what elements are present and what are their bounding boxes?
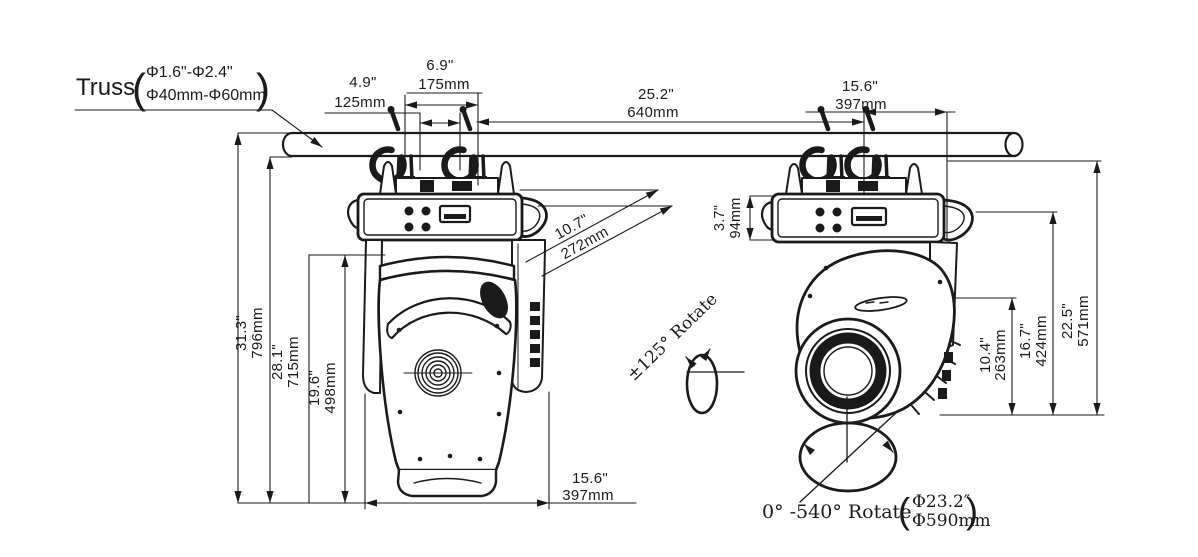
dim-truss-span-lines: [805, 108, 956, 241]
dim-hanging-depth-inches: 22.5": [1059, 303, 1076, 339]
dim-texts-vertical: 31.3" 796mm 28.1" 715mm 19.6" 498mm 3.7"…: [233, 197, 1092, 413]
top-deck: [801, 177, 907, 195]
pan-circle-inches: Φ23.2″: [912, 492, 970, 512]
dim-clamp-outer-mm: 175mm: [418, 76, 470, 93]
dim-head-length-mm: 263mm: [992, 329, 1009, 381]
dim-texts-horizontal: 4.9" 125mm 6.9" 175mm 25.2" 640mm 15.6" …: [334, 57, 887, 504]
tilt-range-label: ±125° Rotate: [623, 289, 721, 385]
dim-below-truss-inches: 28.1": [269, 344, 286, 380]
dim-fixture-spacing-mm: 640mm: [627, 104, 679, 121]
fixture-front-view: [347, 161, 548, 498]
dim-left-verticals: [234, 132, 386, 504]
truss-clamp-left-2: [444, 106, 487, 182]
pan-rotation-symbol: [798, 396, 899, 503]
bracket-cone: [497, 161, 515, 195]
truss-size-inches: Φ1.6"-Φ2.4": [146, 64, 233, 81]
dim-hanging-depth-mm: 571mm: [1075, 295, 1092, 347]
dim-base-height-lines: [746, 195, 777, 241]
bracket-cone: [785, 163, 803, 195]
connector-dots: [404, 206, 431, 232]
dim-truss-span-mm: 397mm: [835, 96, 887, 113]
dim-clamp-outer-inches: 6.9": [426, 57, 453, 74]
truss-end-cap: [1004, 131, 1024, 158]
pan-circle-mm: Φ590mm: [912, 511, 991, 531]
truss-clamp-right-2: [847, 106, 890, 182]
dim-fixture-spacing-inches: 25.2": [638, 86, 674, 103]
pan-paren-open: (: [898, 490, 910, 531]
truss-label-paren-close: ): [256, 65, 270, 112]
dim-base-width-lines: [237, 391, 637, 510]
truss-label-leader: [74, 109, 323, 148]
head-bottom-cap: [396, 468, 498, 498]
pan-paren-close: ): [966, 490, 978, 531]
yoke-arm-right: [511, 239, 546, 393]
pan-range-label: 0° -540° Rotate ( Φ23.2″ Φ590mm ): [762, 490, 991, 531]
bracket-cone: [905, 163, 923, 195]
screw-dots: [396, 323, 502, 462]
dim-clamp-inner-inches: 4.9": [349, 74, 376, 91]
dim-clamp-inner-mm: 125mm: [334, 94, 386, 111]
dim-overall-height-mm: 796mm: [249, 307, 266, 359]
grille: [480, 281, 508, 319]
dim-truss-span-inches: 15.6": [842, 78, 878, 95]
pan-range-text: 0° -540° Rotate: [762, 501, 911, 523]
edge-connectors: [938, 352, 953, 399]
side-handle: [942, 198, 974, 242]
truss-size-mm: Φ40mm-Φ60mm: [146, 87, 266, 104]
dim-tilt-clearance-inches: 16.7": [1017, 323, 1034, 359]
lens: [794, 317, 902, 425]
truss-label: Truss ( Φ1.6"-Φ2.4" Φ40mm-Φ60mm ): [76, 64, 270, 112]
truss-label-name: Truss: [76, 74, 135, 101]
fixture-side-view: [761, 163, 974, 425]
truss-label-paren-open: (: [132, 65, 146, 112]
dim-base-width-inches: 15.6": [572, 470, 608, 487]
arm-logo-marks: [530, 302, 540, 367]
dim-fixture-spacing-lines: [476, 111, 865, 196]
dim-below-truss-mm: 715mm: [285, 336, 302, 388]
dim-tilt-clearance-mm: 424mm: [1033, 315, 1050, 367]
head-vent: [854, 296, 908, 312]
truss-clamp-right-1: [802, 106, 845, 182]
connector-dots: [815, 207, 842, 233]
screw-dots: [807, 265, 943, 299]
fan-spiral: [403, 349, 473, 397]
truss-clamp-left-1: [372, 106, 415, 182]
dim-base-height-inches: 3.7": [712, 205, 728, 231]
top-deck: [395, 177, 499, 195]
dim-depth-lines: [519, 189, 673, 277]
side-handle: [520, 196, 548, 238]
dim-head-length-inches: 10.4": [977, 337, 994, 373]
tilt-rotation-symbol: [685, 348, 745, 415]
dim-right-verticals: [939, 160, 1105, 416]
dim-clamp-spacing: [324, 92, 483, 186]
dim-base-width-mm: 397mm: [562, 487, 614, 504]
dim-base-height-mm: 94mm: [728, 197, 744, 238]
dim-overall-height-inches: 31.3": [233, 315, 250, 351]
dim-body-height-mm: 498mm: [322, 362, 339, 414]
dim-body-height-inches: 19.6": [306, 370, 323, 406]
yoke-arm-left: [362, 239, 383, 394]
truss-pipe: [281, 131, 1024, 158]
bracket-cone: [379, 161, 397, 195]
